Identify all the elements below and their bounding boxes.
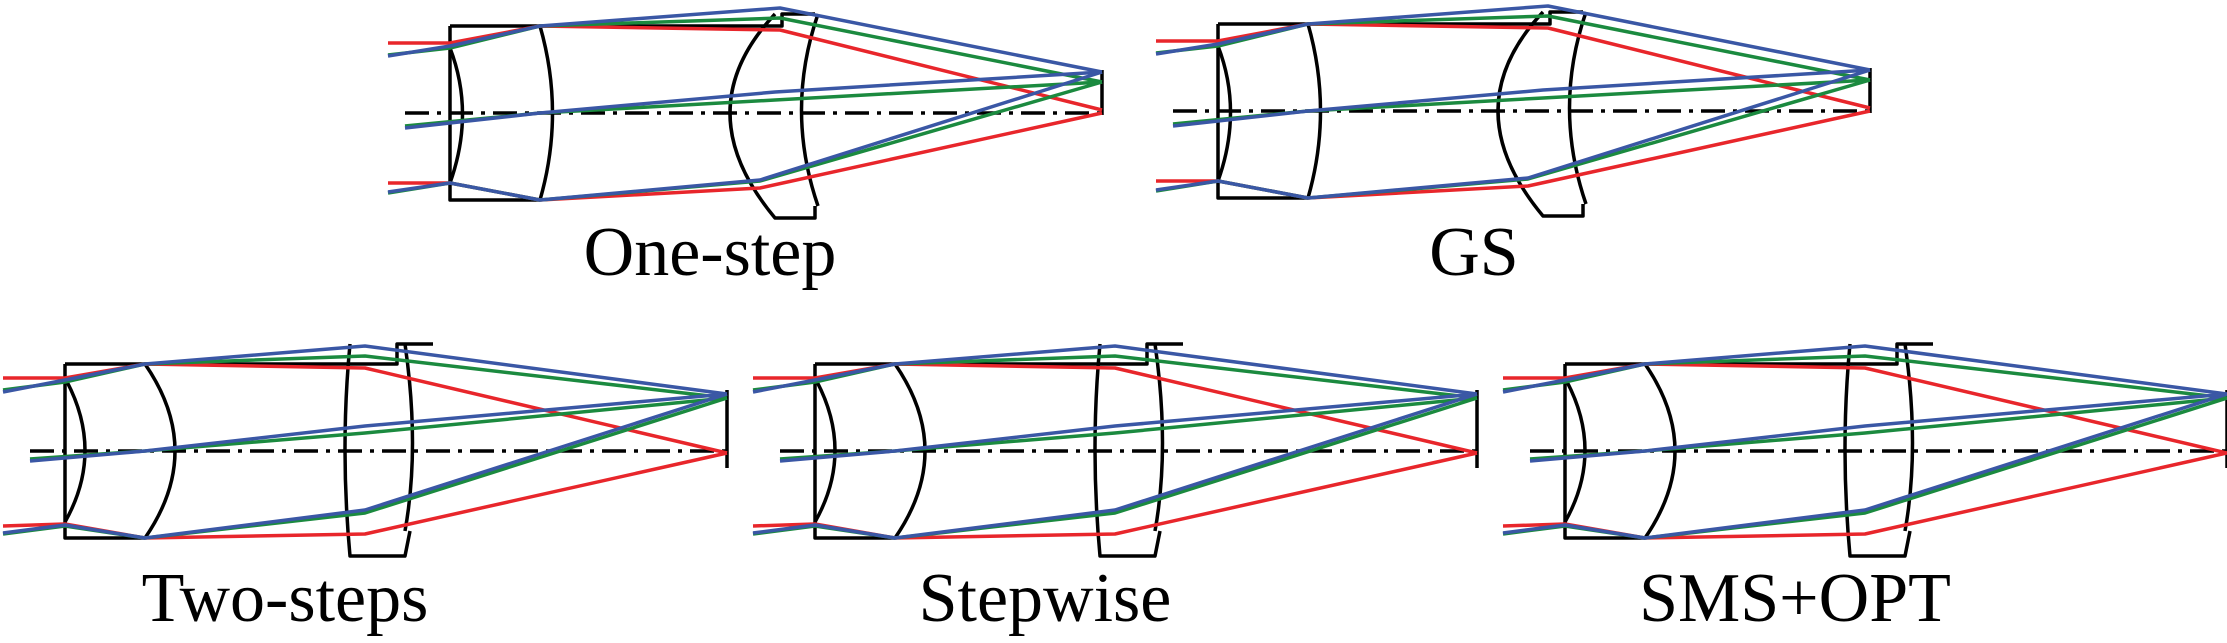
ray-blue-lower (387, 70, 1103, 202)
ray-red-lower (388, 111, 1103, 202)
ray-blue-chief (404, 70, 1103, 130)
caption-one-step: One-step (584, 214, 837, 291)
ray-blue-chief (1529, 392, 2227, 463)
lens-housing-bottom (63, 364, 145, 540)
panel-one-step: One-step (387, 6, 1104, 291)
ray-green-lower (752, 396, 1478, 540)
lens-element-2-back (1903, 343, 1915, 532)
ray-green-lower (2, 396, 728, 540)
caption-two-steps: Two-steps (142, 560, 429, 637)
lens-element-2-front (1496, 10, 1585, 218)
lens-housing-bottom (1563, 364, 1645, 540)
caption-stepwise: Stepwise (919, 560, 1172, 637)
lens-element-2-front (343, 343, 412, 558)
lens-element-2-back (1153, 343, 1165, 532)
lens-element-2-front (1093, 343, 1162, 558)
panel-sms-opt: SMS+OPT (1502, 342, 2227, 637)
ray-blue-upper (752, 344, 1478, 396)
ray-bundles-stepwise (752, 344, 1478, 540)
ray-green-lower (1502, 396, 2227, 540)
ray-bundles-gs (1155, 4, 1871, 200)
panel-gs: GS (1155, 4, 1872, 291)
lens-element-1-front (1216, 45, 1233, 182)
ray-blue-upper (1155, 4, 1871, 72)
ray-blue-lower (1502, 392, 2227, 540)
caption-gs: GS (1429, 214, 1518, 291)
lens-element-1-front (448, 47, 465, 184)
ray-blue-chief (779, 392, 1478, 463)
ray-blue-upper (387, 6, 1103, 74)
ray-bundles-one-step (387, 6, 1103, 202)
ray-bundles-two-steps (2, 344, 728, 540)
ray-blue-chief (29, 392, 728, 463)
ray-blue-upper (1502, 344, 2227, 396)
lens-housing-bottom (448, 26, 540, 202)
ray-bundles-sms-opt (1502, 344, 2227, 540)
lens-housing-bottom (1216, 24, 1308, 200)
lens-element-2-front (728, 12, 817, 220)
ray-blue-lower (752, 392, 1478, 540)
panel-two-steps: Two-steps (2, 342, 729, 637)
ray-red-lower (1156, 109, 1871, 200)
lens-housing-bottom (813, 364, 895, 540)
ray-blue-lower (2, 392, 728, 540)
lens-element-2-back (403, 343, 415, 532)
ray-red-lower (2, 451, 728, 540)
ray-blue-lower (1155, 68, 1871, 200)
caption-sms-opt: SMS+OPT (1639, 560, 1951, 637)
ray-red-lower (1502, 451, 2227, 540)
lens-element-2-front (1843, 343, 1912, 558)
ray-blue-upper (2, 344, 728, 396)
ray-red-lower (752, 451, 1478, 540)
panel-stepwise: Stepwise (752, 342, 1479, 637)
ray-blue-chief (1172, 68, 1871, 128)
